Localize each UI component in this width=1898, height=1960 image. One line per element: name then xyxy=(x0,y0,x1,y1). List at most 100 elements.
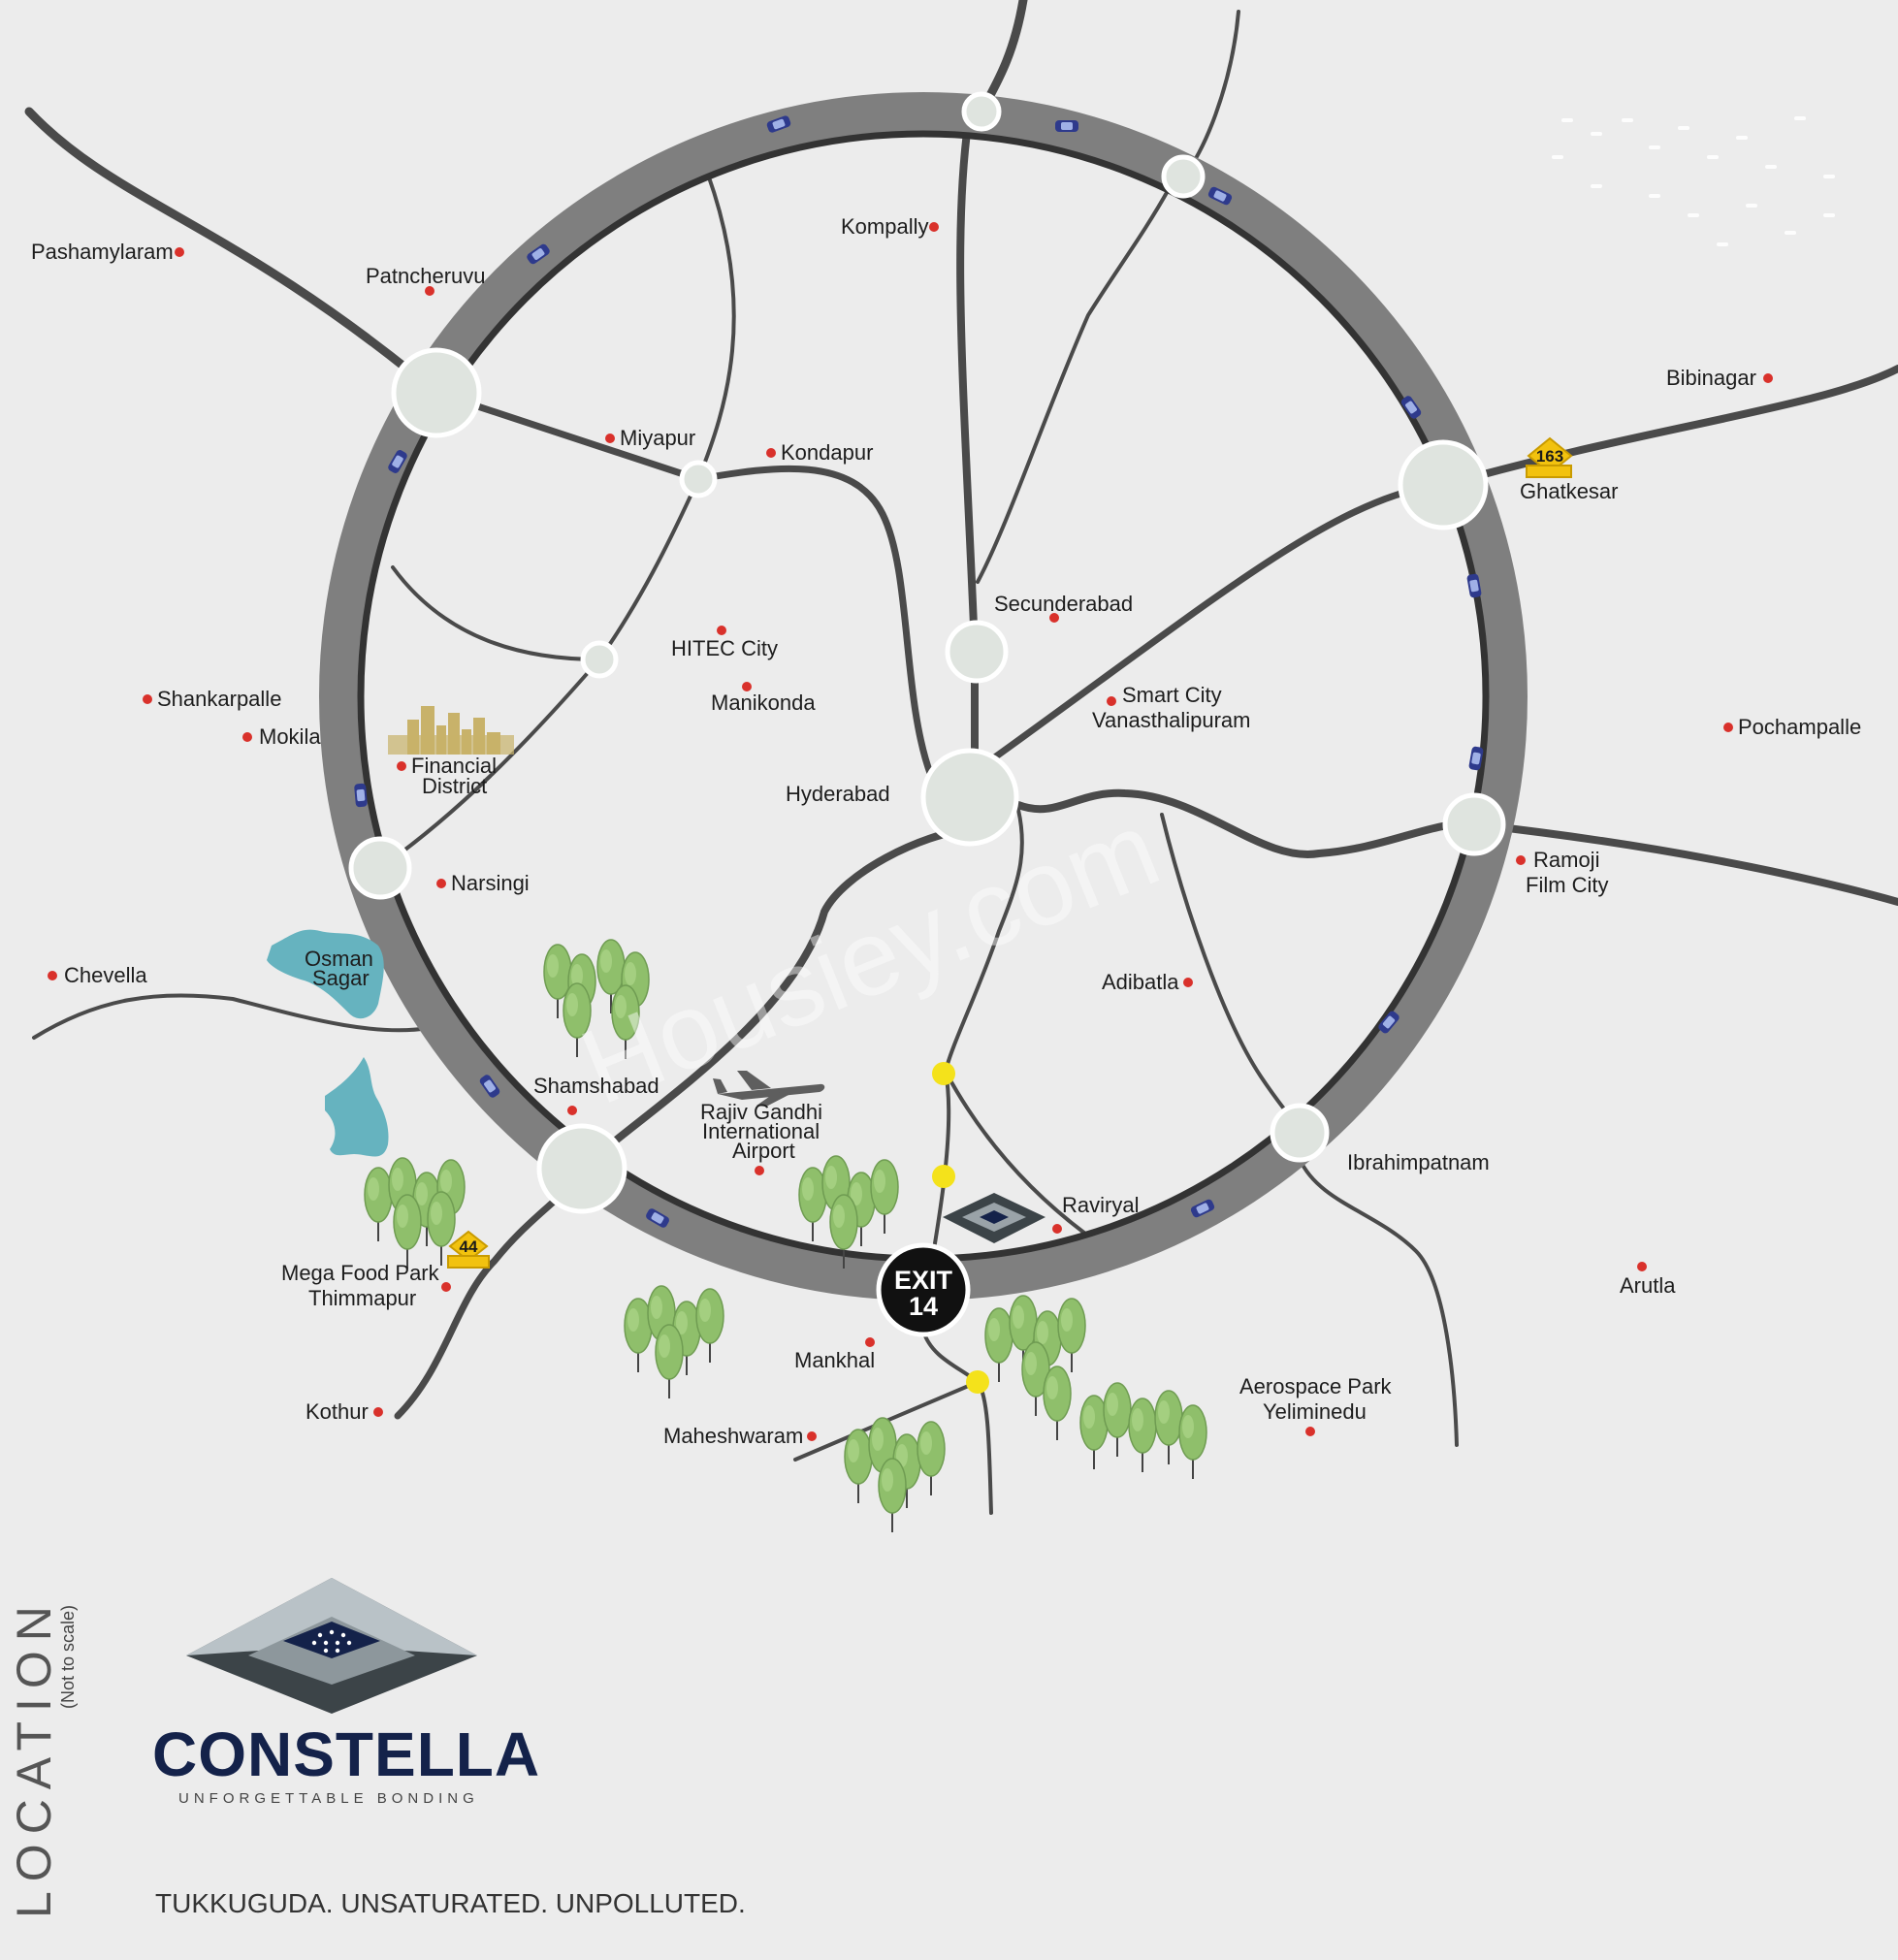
highway-44-badge: 44 xyxy=(447,1230,490,1269)
yellow-markers xyxy=(932,1062,989,1394)
svg-text:14: 14 xyxy=(909,1292,938,1321)
place-label: Kondapur xyxy=(781,440,873,465)
road-bibinagar xyxy=(1441,365,1898,489)
place-label: Miyapur xyxy=(620,426,695,450)
junction-miyapur xyxy=(679,460,718,498)
place-label: Ramoji xyxy=(1533,848,1599,872)
road-north-1b xyxy=(956,108,979,760)
road-north-2b xyxy=(976,187,1171,584)
airplane-icon xyxy=(713,1071,825,1107)
junction-north-east xyxy=(1161,154,1206,199)
project-site-icon xyxy=(943,1193,1046,1243)
place-label: Mega Food Park xyxy=(281,1261,440,1285)
decorative-dot-pattern xyxy=(1552,116,1835,246)
road-shamshabad xyxy=(578,825,974,1173)
place-labels: Kompally Patncheruvu Pashamylaram Bibina… xyxy=(31,214,1861,1448)
road-hitec-loop xyxy=(391,565,601,661)
svg-text:44: 44 xyxy=(460,1237,478,1256)
place-label: Kompally xyxy=(841,214,928,239)
himayat-sagar-lake xyxy=(325,1057,389,1157)
scale-note: (Not to scale) xyxy=(58,1605,78,1709)
road-raviryal xyxy=(944,1070,1098,1243)
water-bodies xyxy=(267,929,389,1157)
financial-district-buildings xyxy=(388,706,514,755)
road-kondapur xyxy=(694,465,935,780)
junction-patancheru xyxy=(391,347,482,438)
junction-ramoji xyxy=(1442,792,1506,856)
yellow-marker xyxy=(966,1370,989,1394)
constella-logo xyxy=(186,1578,477,1714)
junctions xyxy=(348,91,1506,1214)
tree-cluster xyxy=(1079,1382,1207,1480)
place-label: Shankarpalle xyxy=(157,687,281,711)
yellow-marker xyxy=(932,1165,955,1188)
place-label: International xyxy=(702,1119,820,1143)
place-label: Vanasthalipuram xyxy=(1092,708,1250,732)
place-label: Patncheruvu xyxy=(366,264,486,288)
place-label: Manikonda xyxy=(711,691,816,715)
junction-secunderabad xyxy=(945,620,1009,684)
place-label: Thimmapur xyxy=(308,1286,416,1310)
place-label: Financial xyxy=(411,754,497,778)
highway-163-badge: 163 xyxy=(1526,436,1573,478)
place-label: Airport xyxy=(732,1139,795,1163)
junction-hitec xyxy=(580,640,619,679)
road-miyapur xyxy=(433,389,702,483)
outer-ring-road xyxy=(319,92,1528,1301)
svg-text:163: 163 xyxy=(1536,447,1563,466)
brand-tagline: UNFORGETTABLE BONDING xyxy=(178,1790,479,1807)
place-label: Bibinagar xyxy=(1666,366,1756,390)
junction-hyderabad xyxy=(920,748,1019,847)
place-label: Pashamylaram xyxy=(31,240,174,264)
place-label: Mokila xyxy=(259,724,321,749)
place-label: HITEC City xyxy=(671,636,778,660)
road-ghatkesar-diag xyxy=(985,481,1447,765)
place-label: Pochampalle xyxy=(1738,715,1861,739)
place-label: Ghatkesar xyxy=(1520,479,1619,503)
place-label: Maheshwaram xyxy=(663,1424,803,1448)
junction-ghatkesar xyxy=(1398,439,1489,530)
place-label: Ibrahimpatnam xyxy=(1347,1150,1490,1174)
place-label: Rajiv Gandhi xyxy=(700,1100,822,1124)
tree-cluster xyxy=(364,1157,466,1269)
brand-name: CONSTELLA xyxy=(152,1719,540,1789)
road-adibatla xyxy=(1160,813,1302,1132)
place-label: Film City xyxy=(1526,873,1609,897)
tree-cluster xyxy=(624,1285,724,1399)
place-label: Hyderabad xyxy=(786,782,890,806)
road-miyapur-up xyxy=(696,173,736,481)
road-pashamylaram xyxy=(24,107,441,398)
place-label: District xyxy=(422,774,487,798)
road-north-2 xyxy=(1181,10,1240,178)
place-label: Kothur xyxy=(306,1399,369,1424)
road-narsingi xyxy=(378,477,700,870)
place-label: Secunderabad xyxy=(994,592,1133,616)
place-label: Narsingi xyxy=(451,871,530,895)
tree-cluster xyxy=(984,1295,1086,1441)
place-label: Raviryal xyxy=(1062,1193,1139,1217)
place-label: Sagar xyxy=(312,966,370,990)
place-label: Smart City xyxy=(1122,683,1222,707)
svg-text:EXIT: EXIT xyxy=(894,1266,953,1295)
footer-tagline: TUKKUGUDA. UNSATURATED. UNPOLLUTED. xyxy=(155,1888,746,1918)
road-ibrahimpatnam xyxy=(1298,1157,1459,1447)
osman-sagar-lake xyxy=(267,929,384,1019)
junction-shamshabad xyxy=(536,1123,627,1214)
road-exit xyxy=(944,808,1024,1074)
place-label: Aerospace Park xyxy=(1239,1374,1393,1398)
road-osman xyxy=(32,993,431,1040)
road-ramoji xyxy=(1014,788,1898,906)
location-title: LOCATION xyxy=(7,1596,61,1918)
place-dots xyxy=(48,222,1773,1441)
place-label: Yeliminedu xyxy=(1263,1399,1367,1424)
place-label: Chevella xyxy=(64,963,147,987)
junction-narsingi xyxy=(348,836,412,900)
place-label: Arutla xyxy=(1620,1273,1676,1298)
exit-14-marker: EXIT 14 xyxy=(876,1242,971,1337)
place-label: Shamshabad xyxy=(533,1074,659,1098)
junction-ibrahimpatnam xyxy=(1270,1103,1330,1163)
place-label: Osman xyxy=(305,947,373,971)
yellow-marker xyxy=(932,1062,955,1085)
